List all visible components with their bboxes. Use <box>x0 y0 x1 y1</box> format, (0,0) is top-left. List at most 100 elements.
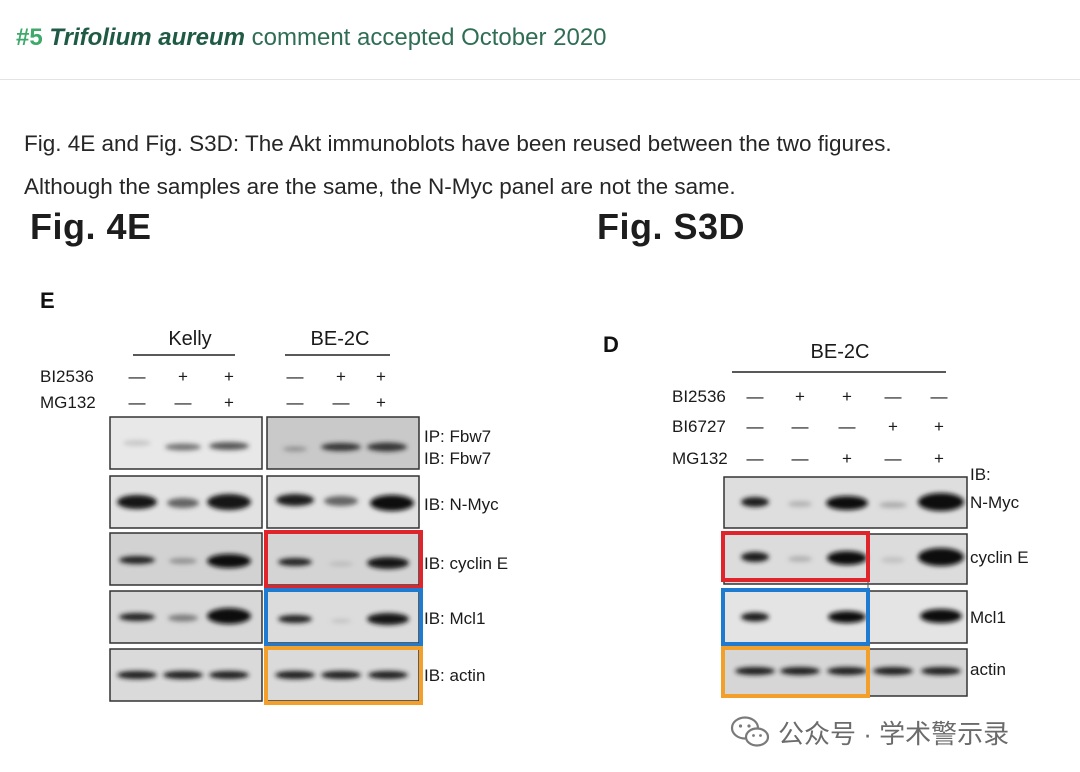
band <box>117 671 157 679</box>
sign: + <box>842 387 852 406</box>
band <box>119 613 155 621</box>
blot-label: IB: Fbw7 <box>424 449 491 468</box>
treatment-label-mg132-right: MG132 <box>672 449 728 468</box>
highlight-box-red-right <box>721 531 870 582</box>
band <box>828 611 866 623</box>
blot-label: IB: cyclin E <box>424 554 508 573</box>
sign: + <box>934 449 944 468</box>
ib-header: IB: <box>970 465 991 484</box>
blot-label: IB: N-Myc <box>424 495 499 514</box>
band <box>741 552 769 562</box>
band <box>788 556 812 562</box>
band <box>827 551 867 565</box>
band <box>167 498 199 508</box>
sign: — <box>747 387 764 406</box>
sign: + <box>178 367 188 386</box>
band <box>788 501 812 507</box>
sign: + <box>224 367 234 386</box>
band <box>169 558 197 564</box>
figure-title-left: Fig. 4E <box>30 206 152 247</box>
band <box>207 494 251 510</box>
sign: — <box>129 367 146 386</box>
sign: + <box>376 393 386 412</box>
sign: — <box>333 393 350 412</box>
comment-status: comment accepted October 2020 <box>251 24 607 51</box>
treatment-label-bi2536-right: BI2536 <box>672 387 726 406</box>
comment-number: #5 <box>16 24 43 51</box>
band <box>827 667 867 675</box>
band <box>321 443 361 451</box>
highlight-box-blue-right <box>721 588 870 646</box>
sign: + <box>795 387 805 406</box>
sign: — <box>287 367 304 386</box>
band <box>209 442 249 450</box>
sign: + <box>888 417 898 436</box>
band <box>741 497 769 507</box>
blot-label: IP: Fbw7 <box>424 427 491 446</box>
blot-label: IB: actin <box>424 666 485 685</box>
band <box>168 614 198 622</box>
blot-bands-left <box>117 440 414 679</box>
sign: — <box>885 387 902 406</box>
band <box>826 496 868 510</box>
blot-bands-right <box>735 493 964 675</box>
band <box>207 608 251 624</box>
sign: — <box>175 393 192 412</box>
band <box>321 671 361 679</box>
band <box>918 493 964 511</box>
band <box>117 495 157 509</box>
band <box>367 557 409 569</box>
band <box>370 495 414 511</box>
group-label-be2c-right: BE-2C <box>811 341 870 363</box>
sign: — <box>792 417 809 436</box>
band <box>873 667 913 675</box>
band <box>276 494 314 506</box>
description-line-2: Although the samples are the same, the N… <box>24 174 736 199</box>
band <box>780 667 820 675</box>
sign: — <box>747 449 764 468</box>
panel-letter-right: D <box>603 332 619 357</box>
band <box>329 561 353 567</box>
band <box>367 613 409 625</box>
highlight-box-red-left <box>264 530 423 589</box>
sign: — <box>839 417 856 436</box>
watermark-text: 公众号 · 学术警示录 <box>778 718 1010 749</box>
band <box>207 554 251 568</box>
band <box>275 671 315 679</box>
sign: + <box>336 367 346 386</box>
comment-title: #5 Trifolium aureum comment accepted Oct… <box>16 24 607 52</box>
treatment-signs-left: — + + — + + — — + — — + <box>129 367 387 412</box>
sign: — <box>792 449 809 468</box>
sign: + <box>934 417 944 436</box>
blot-label: actin <box>970 660 1006 679</box>
band <box>324 496 358 506</box>
band <box>283 446 307 452</box>
sign: — <box>747 417 764 436</box>
blot-label: IB: Mcl1 <box>424 609 485 628</box>
group-label-be2c-left: BE-2C <box>311 328 370 350</box>
highlight-box-orange-right <box>721 646 870 698</box>
band <box>368 671 408 679</box>
band <box>918 548 964 566</box>
treatment-label-bi2536-left: BI2536 <box>40 367 94 386</box>
wechat-icon <box>730 716 770 747</box>
band <box>163 671 203 679</box>
blot-label: N-Myc <box>970 493 1020 512</box>
figure-title-right: Fig. S3D <box>597 206 746 247</box>
sign: + <box>842 449 852 468</box>
comment-header: #5 Trifolium aureum comment accepted Oct… <box>0 0 1080 80</box>
sign: — <box>129 393 146 412</box>
sign: + <box>224 393 234 412</box>
band <box>165 443 201 451</box>
group-label-kelly: Kelly <box>168 328 211 350</box>
highlight-box-blue-left <box>264 588 423 647</box>
sign: — <box>287 393 304 412</box>
band <box>741 612 769 622</box>
treatment-label-mg132-left: MG132 <box>40 393 96 412</box>
band <box>735 667 775 675</box>
sign: — <box>931 387 948 406</box>
sign: — <box>885 449 902 468</box>
band <box>209 671 249 679</box>
highlight-box-orange-left <box>264 646 423 705</box>
